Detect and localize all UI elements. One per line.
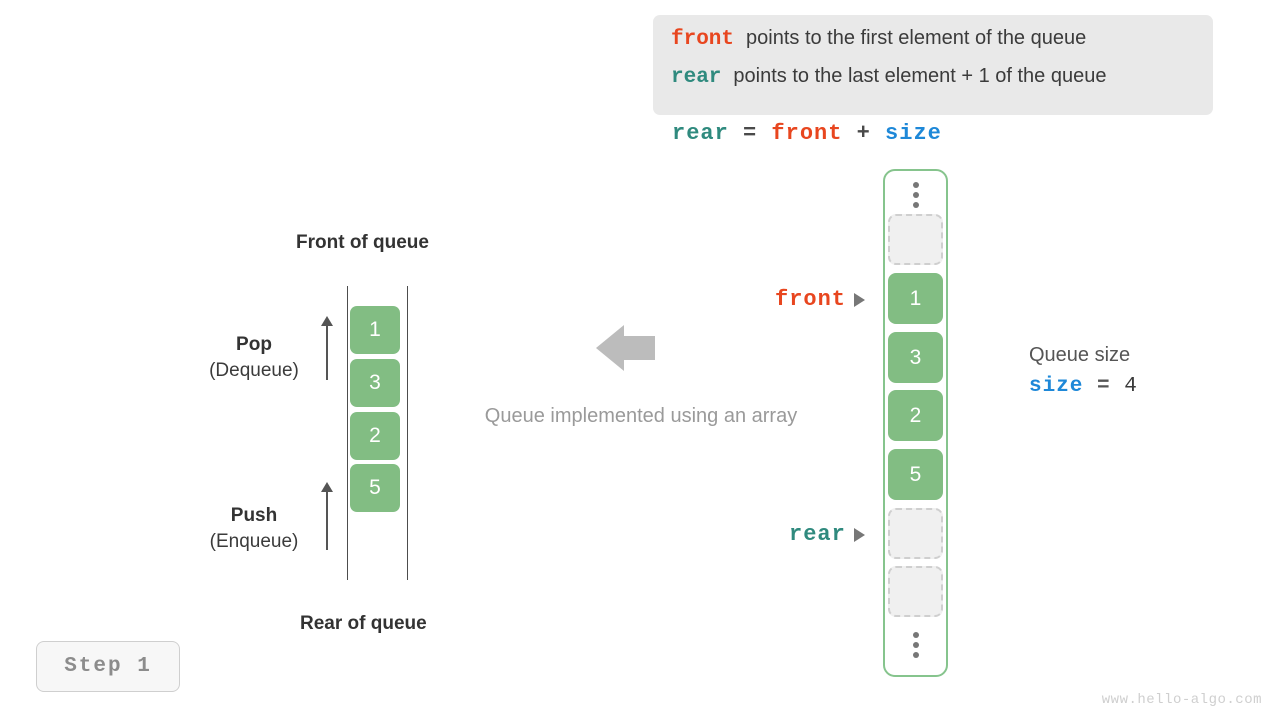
- center-caption: Queue implemented using an array: [484, 405, 798, 427]
- legend-key-rear: rear: [671, 66, 722, 89]
- array-slot-filled: 1: [888, 273, 943, 324]
- formula-expression: rear = front + size: [672, 121, 942, 146]
- array-slot-empty: [888, 214, 943, 265]
- queue-rail-left: [347, 286, 348, 580]
- size-value: 4: [1124, 375, 1138, 398]
- formula-rear: rear: [672, 121, 729, 146]
- array-ellipsis-bottom: [888, 625, 943, 665]
- queue-size-title: Queue size: [1029, 344, 1131, 366]
- array-slot-empty: [888, 566, 943, 617]
- rear-of-queue-label: Rear of queue: [300, 613, 427, 634]
- left-arrow-icon: [596, 325, 656, 371]
- array-slot-filled: 2: [888, 390, 943, 441]
- push-label: Push (Enqueue): [196, 505, 312, 553]
- front-pointer-arrow-icon: [854, 292, 866, 307]
- pop-label-sub: (Dequeue): [209, 360, 299, 381]
- formula-front: front: [771, 121, 843, 146]
- front-pointer: front: [775, 287, 866, 312]
- size-equals: =: [1097, 375, 1111, 398]
- rear-pointer: rear: [789, 522, 865, 547]
- queue-size-expression: size = 4: [1029, 375, 1138, 398]
- legend-text-rear: points to the last element + 1 of the qu…: [733, 65, 1107, 87]
- step-badge: Step 1: [36, 641, 180, 692]
- size-keyword: size: [1029, 375, 1084, 398]
- legend-row-rear: rear points to the last element + 1 of t…: [671, 65, 1195, 103]
- legend-key-front: front: [671, 28, 735, 51]
- pop-label-main: Pop: [236, 334, 272, 355]
- queue-cell: 3: [350, 359, 400, 407]
- front-of-queue-label: Front of queue: [296, 232, 429, 253]
- formula-equals: =: [743, 121, 758, 146]
- push-arrow-icon: [320, 482, 334, 550]
- push-label-sub: (Enqueue): [209, 531, 299, 552]
- watermark: www.hello-algo.com: [1101, 692, 1262, 708]
- push-label-main: Push: [230, 505, 278, 526]
- formula-plus: +: [856, 121, 871, 146]
- front-pointer-label: front: [775, 287, 847, 312]
- legend-text-front: points to the first element of the queue: [746, 27, 1087, 49]
- rear-pointer-label: rear: [789, 522, 846, 547]
- array-slot-filled: 5: [888, 449, 943, 500]
- queue-size-note: Queue size size = 4: [1029, 344, 1138, 398]
- queue-cell: 1: [350, 306, 400, 354]
- legend-row-front: front points to the first element of the…: [671, 27, 1195, 65]
- array-ellipsis-top: [888, 175, 943, 215]
- array-slot-filled: 3: [888, 332, 943, 383]
- pop-label: Pop (Dequeue): [196, 334, 312, 382]
- array-slot-empty: [888, 508, 943, 559]
- queue-cell: 2: [350, 412, 400, 460]
- rear-pointer-arrow-icon: [853, 527, 865, 542]
- queue-cell: 5: [350, 464, 400, 512]
- pop-arrow-icon: [320, 316, 334, 380]
- queue-rail-right: [407, 286, 408, 580]
- legend-box: front points to the first element of the…: [653, 15, 1213, 115]
- formula-size: size: [885, 121, 942, 146]
